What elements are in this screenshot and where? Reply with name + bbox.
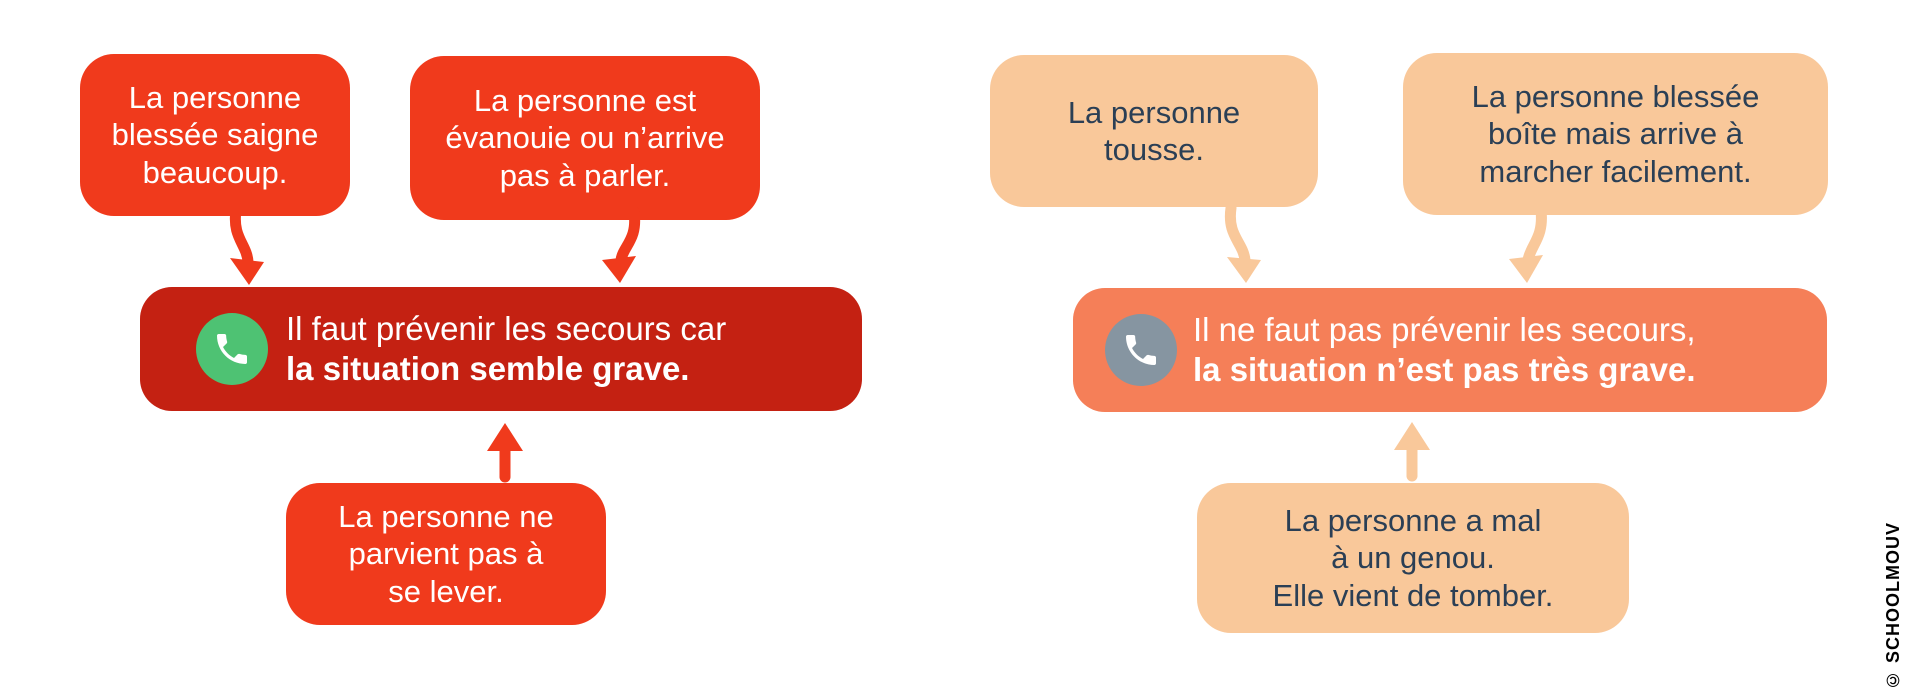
card-knee-pain: La personne a mal à un genou. Elle vient… [1197,483,1629,633]
schoolmouv-watermark: © SCHOOLMOUV [1883,521,1903,690]
arrowhead-down-left-1 [230,258,264,285]
conclusion-no-call: Il ne faut pas prévenir les secours, la … [1073,288,1827,412]
phone-icon [217,334,247,364]
card-unconscious: La personne est évanouie ou n’arrive pas… [410,56,760,220]
card-cannot-stand: La personne ne parvient pas à se lever. [286,483,606,625]
arrow-down-left-1 [229,204,254,268]
arrowhead-down-right-1 [1227,257,1261,283]
arrowhead-up-left [487,423,523,451]
conclusion-text: Il ne faut pas prévenir les secours, la … [1193,310,1696,391]
phone-badge-gray [1105,314,1177,386]
arrowhead-down-left-2 [602,256,636,283]
card-limping: La personne blessée boîte mais arrive à … [1403,53,1828,215]
card-coughing: La personne tousse. [990,55,1318,207]
phone-icon [1126,335,1156,365]
conclusion-line2: la situation semble grave. [286,350,690,387]
conclusion-call-emergency: Il faut prévenir les secours car la situ… [140,287,862,411]
conclusion-line1: Il faut prévenir les secours car [286,309,727,347]
conclusion-line1: Il ne faut pas prévenir les secours, [1193,310,1696,348]
conclusion-text: Il faut prévenir les secours car la situ… [286,309,726,390]
arrowhead-down-right-2 [1509,255,1543,283]
phone-badge-green [196,313,268,385]
card-bleeding: La personne blessée saigne beaucoup. [80,54,350,216]
arrowhead-up-right [1394,422,1430,450]
conclusion-line2: la situation n’est pas très grave. [1193,351,1696,388]
arrow-down-right-1 [1224,202,1251,266]
arrow-down-right-2 [1522,204,1547,266]
